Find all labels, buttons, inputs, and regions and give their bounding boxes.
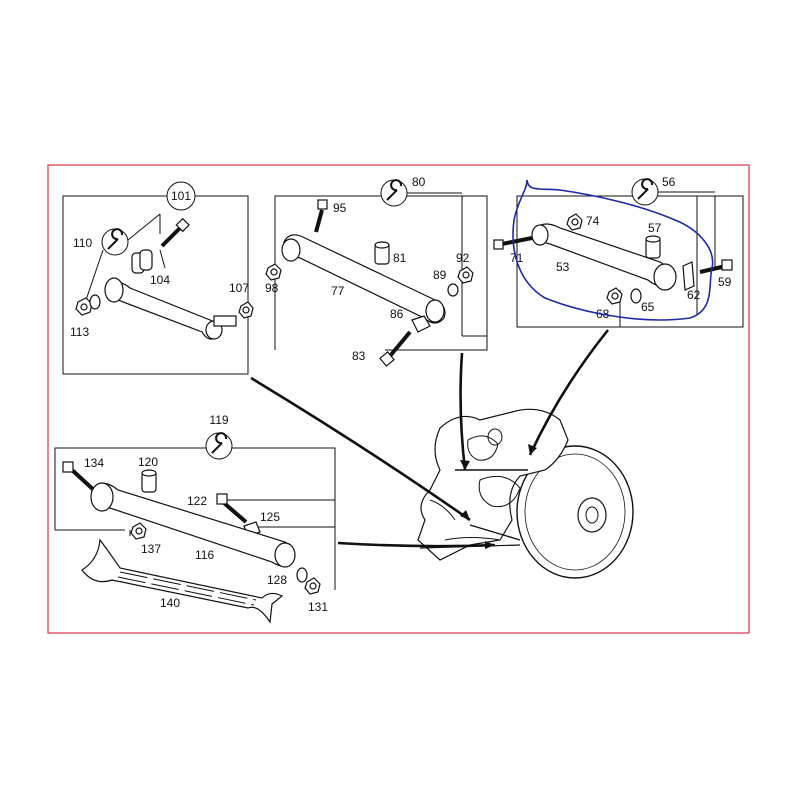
group-56: 56 74 57 71 53 59 <box>493 175 744 328</box>
arm-116 <box>90 482 296 568</box>
group-119: 119 134 120 122 125 116 <box>54 413 336 624</box>
nut-137 <box>130 522 147 540</box>
washer-65 <box>630 288 642 304</box>
label-86: 86 <box>390 307 404 321</box>
label-140: 140 <box>160 596 180 610</box>
label-83: 83 <box>352 349 366 363</box>
sleeve-120 <box>141 469 157 493</box>
label-57: 57 <box>648 221 662 235</box>
group-80: 80 95 81 77 98 92 <box>265 175 488 367</box>
label-74: 74 <box>586 214 600 228</box>
bolt-59 <box>699 259 733 274</box>
sleeve-57 <box>645 235 661 259</box>
group-56-number: 56 <box>662 175 676 189</box>
outer-frame <box>47 164 750 634</box>
label-81: 81 <box>393 251 407 265</box>
nut-98 <box>265 263 282 281</box>
washer-89 <box>447 283 459 297</box>
label-71: 71 <box>510 251 524 265</box>
brake-disc <box>516 445 634 579</box>
rod-140 <box>81 538 284 624</box>
nut-113 <box>75 294 101 316</box>
bolt-134 <box>62 461 98 494</box>
arm-77 <box>281 234 446 324</box>
wrench-icon <box>205 432 233 460</box>
label-92: 92 <box>456 251 470 265</box>
axle-assembly <box>417 408 634 579</box>
label-53: 53 <box>556 260 570 274</box>
label-137: 137 <box>141 542 161 556</box>
arm-101 <box>104 277 237 340</box>
washer-128 <box>296 567 308 583</box>
group-101-number: 101 <box>171 189 191 203</box>
plate-62 <box>682 261 695 291</box>
bolt-83 <box>379 330 412 367</box>
group-101-box <box>62 195 249 375</box>
wrench-icon <box>631 178 659 206</box>
bushing-104 <box>131 249 153 274</box>
label-59: 59 <box>718 275 732 289</box>
group-80-number: 80 <box>412 175 426 189</box>
label-134: 134 <box>84 456 104 470</box>
label-116: 116 <box>195 548 214 562</box>
nut-131 <box>304 577 321 595</box>
label-113: 113 <box>70 325 89 339</box>
label-89: 89 <box>433 268 447 282</box>
bolt-71 <box>493 236 533 250</box>
label-131: 131 <box>308 600 328 614</box>
label-110: 110 <box>73 236 92 250</box>
nut-107 <box>238 301 254 319</box>
label-122: 122 <box>187 494 207 508</box>
label-98: 98 <box>265 281 279 295</box>
leader-lines <box>250 329 610 548</box>
bracket-86 <box>411 315 431 333</box>
group-101-badge <box>166 181 196 211</box>
nut-68 <box>606 287 623 305</box>
leader-arrows <box>460 444 537 549</box>
wrench-icon <box>380 179 408 207</box>
group-101: 101 110 104 <box>62 181 254 375</box>
label-128: 128 <box>267 573 287 587</box>
group-119-number: 119 <box>209 413 228 427</box>
bolt-95 <box>314 199 328 233</box>
bolt-122 <box>216 493 248 524</box>
sleeve-81 <box>374 241 390 265</box>
label-62: 62 <box>687 288 701 302</box>
label-120: 120 <box>138 455 158 469</box>
label-65: 65 <box>641 300 655 314</box>
nut-92 <box>457 266 474 284</box>
label-77: 77 <box>331 284 345 298</box>
wrench-icon <box>101 228 129 256</box>
bolt-110 <box>160 217 190 248</box>
label-95: 95 <box>333 201 347 215</box>
nut-74 <box>566 213 583 231</box>
arm-53 <box>531 223 677 291</box>
label-104: 104 <box>150 273 170 287</box>
label-125: 125 <box>260 510 280 524</box>
label-107: 107 <box>229 281 249 295</box>
highlight-outline <box>512 179 714 321</box>
